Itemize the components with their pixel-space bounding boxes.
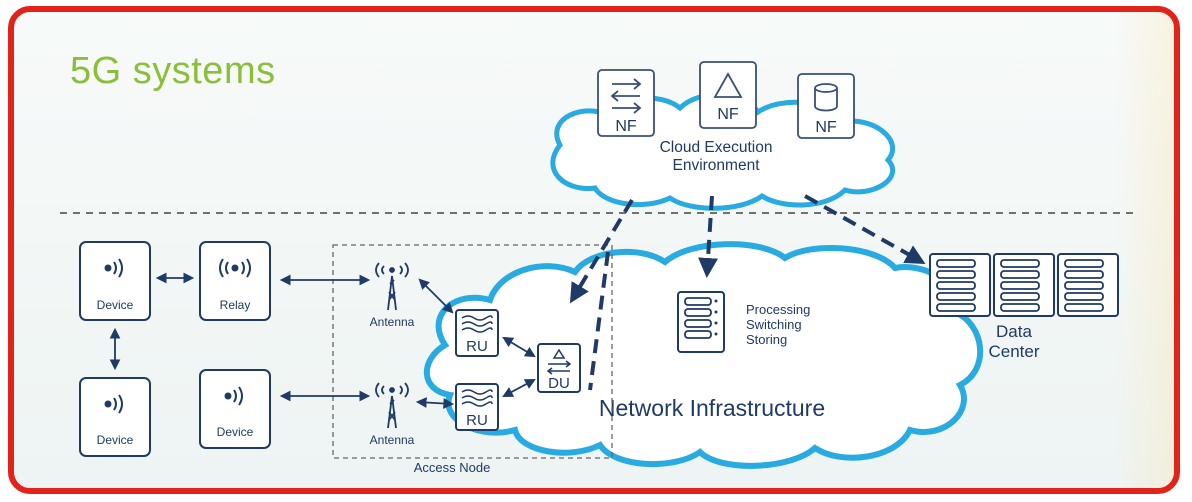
access-node-box: Access Node [332,244,613,475]
wireless-signal-icon [224,386,243,406]
relay-label: Relay [220,298,251,312]
storing-label: Storing [746,332,787,347]
data-center-icon [929,253,1119,317]
data-center-rack-1 [929,253,991,317]
antenna-bottom: Antenna [370,382,415,447]
triangle-icon [713,72,743,98]
access-node-label: Access Node [414,460,491,475]
cloud-label-line2: Environment [672,157,760,174]
network-infrastructure-label: Network Infrastructure [599,395,825,421]
waves-icon [461,315,493,333]
database-icon [814,83,838,112]
nf-label-2: NF [717,106,739,123]
frame-glow [1114,12,1174,488]
device-bottom-left: Device [79,377,151,457]
antenna-label-bottom: Antenna [370,433,415,447]
waves-icon [461,389,493,407]
processing-server-icon [677,291,725,353]
device-label-bottom-left: Device [97,433,134,447]
device-label-top-left: Device [97,298,134,312]
wireless-signal-icon [104,394,123,414]
nf-card-database: NF [797,73,855,139]
cloud-label-line1: Cloud Execution [660,139,773,156]
ru-top: RU [455,309,499,357]
slide-title: 5G systems [70,50,276,92]
wireless-signal-icon [104,258,123,278]
du-icon [546,348,572,375]
dashed-arrows [569,194,926,391]
nf-card-triangle: NF [699,61,757,129]
network-infrastructure-cloud: Network Infrastructure [423,241,984,469]
nf-label-1: NF [615,118,637,135]
nf-label-3: NF [815,119,837,136]
switching-label: Switching [746,317,802,332]
antenna-top: Antenna [370,262,415,329]
data-center-rack-3 [1057,253,1119,317]
nf-card-arrows: NF [597,69,655,137]
link-arrows [109,272,536,409]
data-center-label-line1: Data [996,322,1032,341]
antenna-label-top: Antenna [370,315,415,329]
device-label-bottom-middle: Device [217,425,254,439]
device-bottom-middle: Device [199,369,271,449]
antenna-tower-icon [375,262,409,311]
broadcast-signal-icon [219,258,251,278]
device-top-left: Device [79,241,151,321]
antenna-tower-icon [375,382,409,429]
ru-bottom: RU [455,383,499,431]
ru-label-bottom: RU [466,412,488,429]
du: DU [537,343,581,393]
ru-label-top: RU [466,338,488,355]
data-center-rack-2 [993,253,1055,317]
data-center-label-line2: Center [988,342,1039,361]
relay: Relay [199,241,271,321]
du-label: DU [548,375,570,392]
swap-arrows-icon [610,78,642,114]
processing-label: Processing [746,302,810,317]
